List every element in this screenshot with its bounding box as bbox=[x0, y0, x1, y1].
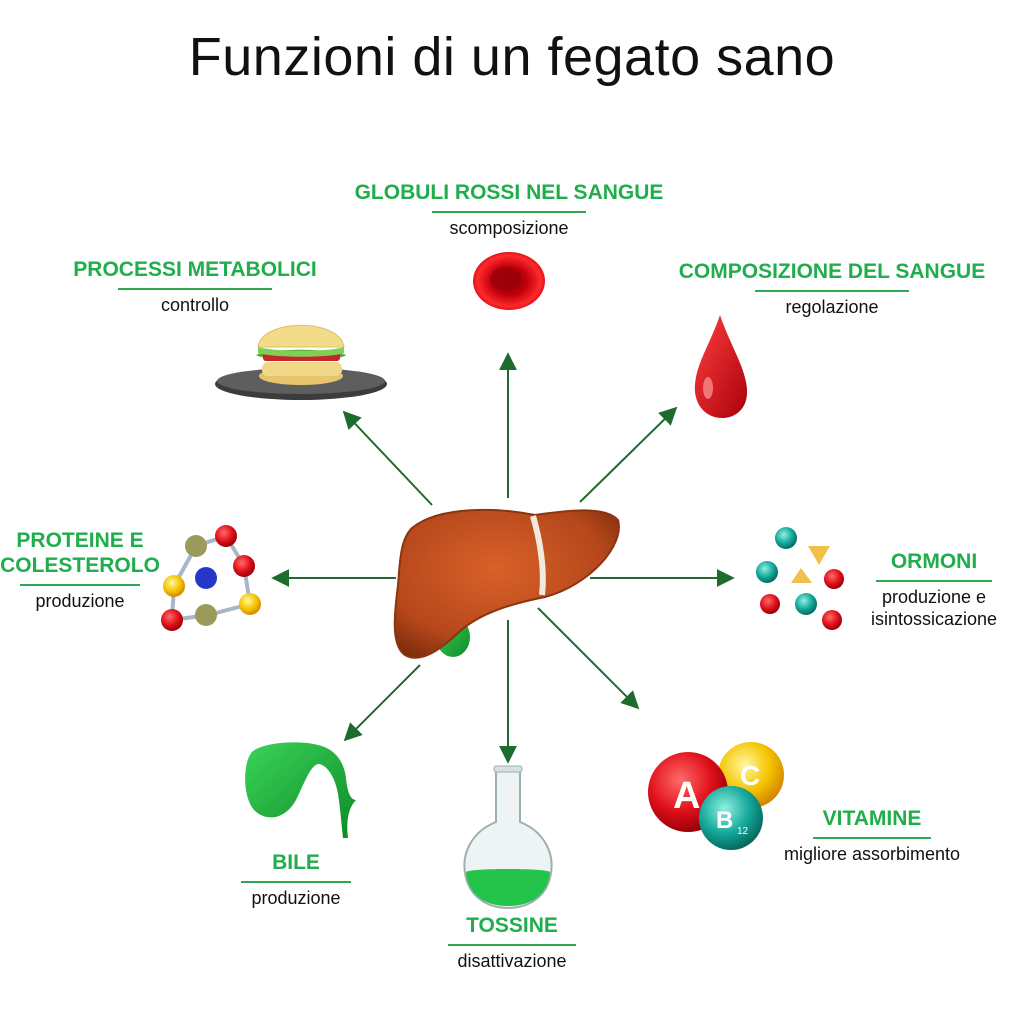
sangue-rule bbox=[755, 290, 909, 292]
vitamin-b-letter: B bbox=[716, 807, 733, 834]
vitamine-subtitle: migliore assorbimento bbox=[783, 844, 961, 864]
liver-icon bbox=[393, 508, 620, 659]
proteine-rule bbox=[20, 584, 140, 586]
bile-subtitle: produzione bbox=[251, 888, 341, 908]
proteine-subtitle: produzione bbox=[35, 591, 125, 611]
hormone-particles-icon bbox=[756, 527, 844, 630]
arrows bbox=[271, 352, 735, 764]
label-globuli: GLOBULI ROSSI NEL SANGUE scomposizione bbox=[324, 180, 694, 239]
vitamin-c-letter: C bbox=[740, 760, 760, 791]
tossine-rule bbox=[448, 944, 576, 946]
arrow-down-left bbox=[343, 664, 421, 742]
arrow-up-right bbox=[579, 406, 678, 503]
metabolici-rule bbox=[118, 288, 272, 290]
metabolici-subtitle: controllo bbox=[160, 295, 230, 315]
proteine-heading-line2: COLESTEROLO bbox=[0, 554, 160, 577]
label-vitamine: VITAMINE migliore assorbimento bbox=[760, 806, 984, 865]
flask-icon bbox=[463, 765, 553, 910]
vitamin-spheres-icon: A C B 12 bbox=[648, 742, 784, 850]
label-bile: BILE produzione bbox=[236, 850, 356, 909]
gallbladder-icon bbox=[245, 742, 356, 838]
metabolici-heading: PROCESSI METABOLICI bbox=[73, 258, 317, 281]
ormoni-heading: ORMONI bbox=[890, 550, 978, 573]
vitamin-a-letter: A bbox=[673, 775, 700, 817]
ormoni-subtitle-line2: isintossicazione bbox=[870, 609, 998, 629]
tossine-subtitle: disattivazione bbox=[457, 951, 567, 971]
label-ormoni: ORMONI produzione e isintossicazione bbox=[852, 549, 1016, 630]
vitamin-b-subscript: 12 bbox=[737, 826, 749, 837]
globuli-heading: GLOBULI ROSSI NEL SANGUE bbox=[354, 181, 664, 204]
sangue-heading: COMPOSIZIONE DEL SANGUE bbox=[678, 260, 986, 283]
globuli-subtitle: scomposizione bbox=[449, 218, 569, 238]
molecule-icon bbox=[161, 525, 261, 631]
globuli-rule bbox=[432, 211, 586, 213]
arrow-up-left bbox=[342, 410, 433, 506]
label-sangue: COMPOSIZIONE DEL SANGUE regolazione bbox=[652, 259, 1012, 318]
proteine-heading-line1: PROTEINE E bbox=[16, 529, 144, 552]
red-blood-cell-icon bbox=[473, 252, 545, 310]
tossine-heading: TOSSINE bbox=[466, 914, 558, 937]
blood-drop-icon bbox=[694, 315, 748, 418]
sangue-subtitle: regolazione bbox=[785, 297, 879, 317]
vitamine-rule bbox=[813, 837, 931, 839]
label-proteine: PROTEINE E COLESTEROLO produzione bbox=[0, 528, 160, 612]
label-tossine: TOSSINE disattivazione bbox=[432, 913, 592, 972]
bile-heading: BILE bbox=[272, 851, 320, 874]
page-title: Funzioni di un fegato sano bbox=[188, 27, 836, 87]
arrow-down-right bbox=[537, 607, 640, 710]
vitamine-heading: VITAMINE bbox=[822, 807, 922, 830]
bile-rule bbox=[241, 881, 351, 883]
ormoni-rule bbox=[876, 580, 992, 582]
label-metabolici: PROCESSI METABOLICI controllo bbox=[40, 257, 350, 316]
burger-icon bbox=[215, 324, 387, 400]
ormoni-subtitle-line1: produzione e bbox=[881, 587, 987, 607]
